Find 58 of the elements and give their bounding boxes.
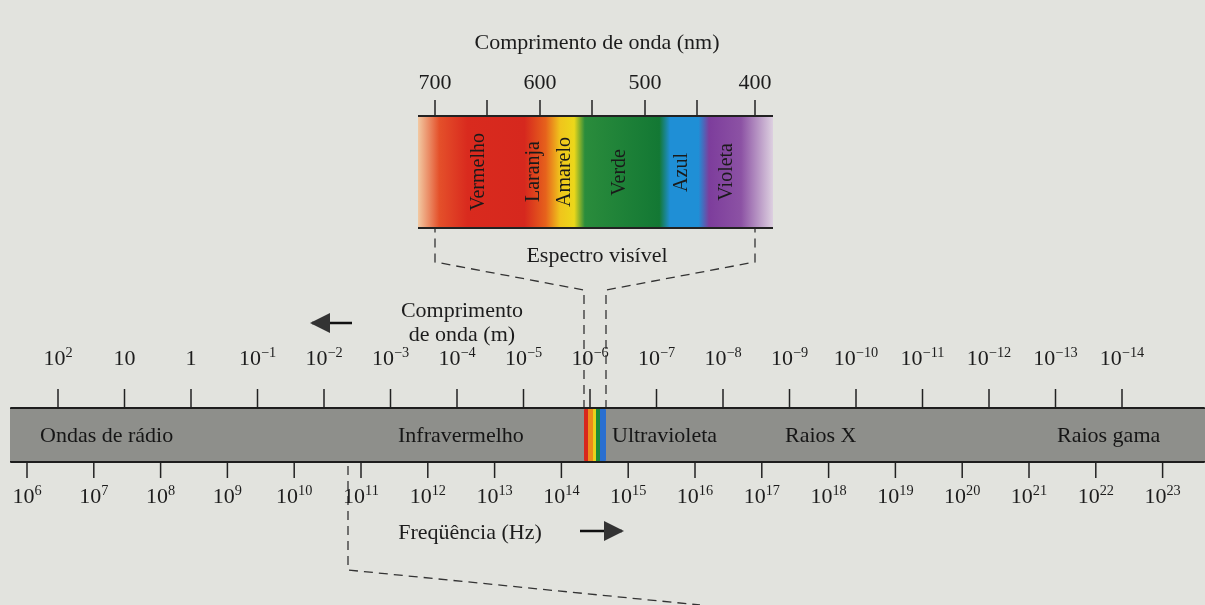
- tick-label: 10$^{16}$: [676, 483, 714, 509]
- tick-label: 10$^{2}$: [43, 345, 73, 371]
- tick-label: 10$^{−2}$: [305, 345, 343, 371]
- tick-label: 10: [113, 345, 136, 371]
- region-name: Ondas de rádio: [40, 422, 174, 448]
- color-name: Amarelo: [551, 137, 575, 207]
- tick-label: 10$^{19}$: [877, 483, 914, 509]
- color-name: Violeta: [713, 143, 737, 201]
- tick-label: 10$^{8}$: [146, 483, 176, 509]
- axis-title: Comprimento de onda (m): [399, 297, 525, 347]
- tick-label: 10$^{−4}$: [438, 345, 476, 371]
- tick-label: 10$^{−9}$: [770, 345, 809, 371]
- tick-label: 10$^{−10}$: [833, 345, 879, 371]
- visible-spectrum-band: [418, 115, 773, 229]
- tick-label: 10$^{17}$: [743, 483, 780, 509]
- tick-label: 1: [185, 345, 197, 371]
- region-name: Infravermelho: [398, 422, 524, 448]
- region-name: Raios gama: [1057, 422, 1161, 448]
- tick-label: 10$^{−14}$: [1099, 345, 1145, 371]
- axis-title: Freqüência (Hz): [398, 519, 542, 545]
- tick-label: 10$^{−8}$: [704, 345, 742, 371]
- region-name: Raios X: [785, 422, 857, 448]
- tick-label: 10$^{22}$: [1077, 483, 1114, 509]
- tick-label: 10$^{−3}$: [371, 345, 410, 371]
- bracket-label: Espectro visível: [526, 242, 668, 268]
- color-name: Verde: [606, 148, 630, 196]
- dashed-guide-line: [434, 228, 756, 410]
- tick-label: 10$^{13}$: [476, 483, 513, 509]
- tick-label: 700: [418, 69, 452, 95]
- color-name: Azul: [668, 152, 692, 192]
- tick-label: 600: [523, 69, 557, 95]
- tick-label: 10$^{−7}$: [637, 345, 676, 371]
- color-name: Laranja: [520, 141, 544, 203]
- tick-label: 10$^{6}$: [12, 483, 42, 509]
- tick-label: 10$^{−5}$: [504, 345, 543, 371]
- visible-light-strip: [584, 409, 606, 461]
- tick-label: 10$^{−11}$: [900, 345, 945, 371]
- color-name: Vermelho: [465, 133, 489, 211]
- electromagnetic-spectrum-band: [10, 407, 1205, 463]
- tick-label: 10$^{11}$: [343, 483, 379, 509]
- tick-label: 10$^{10}$: [276, 483, 313, 509]
- tick-label: 10$^{12}$: [409, 483, 446, 509]
- axis-title: Comprimento de onda (nm): [474, 29, 720, 55]
- tick-label: 10$^{−12}$: [966, 345, 1012, 371]
- tick-label: 10$^{20}$: [944, 483, 981, 509]
- tick-label: 10$^{7}$: [79, 483, 109, 509]
- tick-label: 10$^{21}$: [1010, 483, 1048, 509]
- tick-label: 10$^{−1}$: [238, 345, 277, 371]
- tick-label: 400: [738, 69, 772, 95]
- tick-label: 10$^{−13}$: [1033, 345, 1078, 371]
- tick-label: 10$^{15}$: [610, 483, 647, 509]
- tick-label: 10$^{14}$: [543, 483, 580, 509]
- tick-label: 10$^{18}$: [810, 483, 847, 509]
- tick-label: 10$^{9}$: [212, 483, 242, 509]
- tick-label: 10$^{23}$: [1144, 483, 1181, 509]
- region-name: Ultravioleta: [612, 422, 718, 448]
- tick-label: 10$^{−6}$: [571, 345, 609, 371]
- tick-label: 500: [628, 69, 662, 95]
